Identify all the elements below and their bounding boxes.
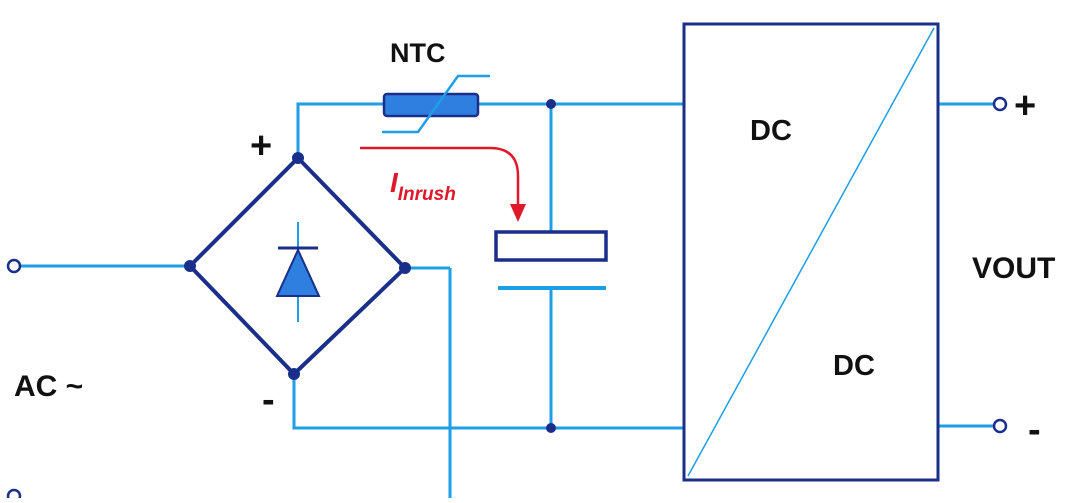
output-plus-terminal xyxy=(992,96,1008,112)
ntc-body xyxy=(382,92,480,118)
output-plus-label: + xyxy=(1014,85,1036,127)
bridge-right-node xyxy=(399,262,411,274)
inrush-label-sub: Inrush xyxy=(398,184,456,205)
bridge-plus-label: + xyxy=(250,125,272,167)
ntc-slash xyxy=(382,74,490,134)
positive-rail-left xyxy=(296,102,385,158)
output-minus-terminal xyxy=(992,418,1008,434)
vout-label: VOUT xyxy=(972,252,1055,285)
inrush-arrow xyxy=(360,146,526,222)
inrush-label: IInrush xyxy=(390,167,456,205)
junction-dots xyxy=(184,99,556,433)
dc-dc-converter xyxy=(682,22,940,482)
bridge-minus-label: - xyxy=(262,379,275,421)
converter-diagonal xyxy=(687,27,935,477)
capacitor-positive-plate xyxy=(494,230,608,262)
capacitor-bottom-node xyxy=(546,423,556,433)
bridge-rectifier xyxy=(187,155,408,377)
inrush-label-main: I xyxy=(390,167,399,198)
converter-output-label: DC xyxy=(833,350,875,382)
output-minus-label: - xyxy=(1028,409,1041,451)
bridge-top-node xyxy=(292,152,304,164)
negative-rail xyxy=(292,374,684,430)
ac-input-terminal-top xyxy=(6,258,22,274)
ntc-thermistor xyxy=(382,74,490,134)
bridge-bottom-node xyxy=(288,368,300,380)
capacitor-top-node xyxy=(546,99,556,109)
converter-input-label: DC xyxy=(750,115,792,147)
capacitor xyxy=(494,230,608,290)
ac-input-terminal-bottom xyxy=(6,488,22,503)
bridge-left-node xyxy=(184,260,196,272)
ac-input-label: AC ~ xyxy=(14,370,83,403)
ntc-label: NTC xyxy=(390,38,446,68)
diode-icon xyxy=(275,222,321,322)
inrush-arrow-head xyxy=(510,204,526,222)
